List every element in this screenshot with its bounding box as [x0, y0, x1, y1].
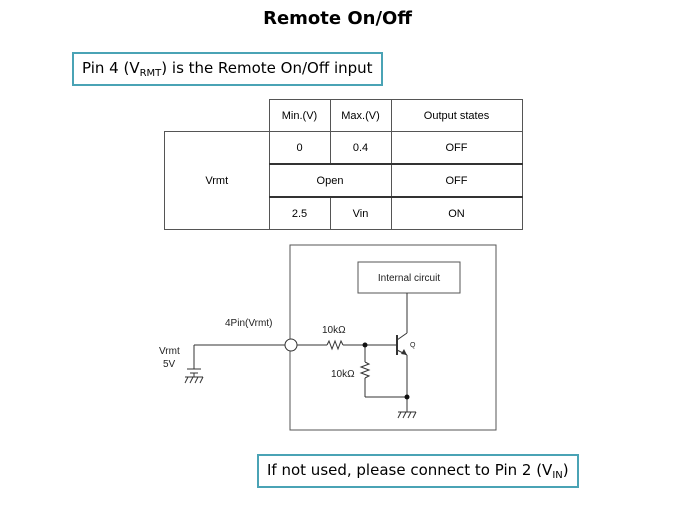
callout-text-suffix: )	[562, 461, 569, 479]
junction-dot	[404, 394, 410, 400]
page-title: Remote On/Off	[263, 8, 412, 29]
cell-max: 0.4	[329, 131, 392, 165]
pin-label: 4Pin(Vrmt)	[225, 318, 272, 329]
row-label-vrmt: Vrmt	[164, 131, 270, 230]
remote-pin-callout: Pin 4 (VRMT) is the Remote On/Off input	[72, 52, 383, 86]
internal-circuit-label: Internal circuit	[378, 273, 440, 284]
transistor-arrow	[401, 349, 407, 355]
transistor-label: Q	[410, 342, 416, 349]
cell-state: OFF	[390, 131, 523, 165]
header-max: Max.(V)	[329, 99, 392, 132]
callout-text-prefix: Pin 4 (V	[82, 59, 140, 77]
callout-subscript: IN	[552, 470, 563, 481]
transistor-q	[396, 332, 408, 356]
callout-text-prefix: If not used, please connect to Pin 2 (V	[267, 461, 553, 479]
cell-state: ON	[390, 196, 523, 230]
ground-icon	[184, 376, 204, 384]
callout-text-suffix: ) is the Remote On/Off input	[161, 59, 373, 77]
input-wiring	[297, 293, 408, 412]
pin4-terminal	[284, 338, 298, 352]
module-outline	[289, 244, 497, 431]
header-output-states: Output states	[390, 99, 523, 132]
resistor-r2	[359, 361, 371, 379]
ground-icon	[397, 411, 417, 419]
source-label-5v: 5V	[163, 359, 176, 370]
junction-dot	[362, 342, 368, 348]
unused-pin-callout: If not used, please connect to Pin 2 (VI…	[257, 454, 579, 488]
r1-label: 10kΩ	[322, 325, 346, 336]
internal-circuit-box	[357, 261, 461, 294]
callout-subscript: RMT	[139, 68, 162, 79]
r2-label: 10kΩ	[331, 369, 355, 380]
resistor-r1	[326, 339, 344, 351]
remote-spec-table: Min.(V) Max.(V) Output states Vrmt 0 0.4…	[164, 99, 523, 230]
source-label-vrmt: Vrmt	[159, 346, 180, 357]
source-battery	[187, 344, 285, 377]
cell-min: 2.5	[268, 196, 331, 230]
cell-open: Open	[268, 163, 392, 198]
cell-state: OFF	[390, 163, 523, 198]
